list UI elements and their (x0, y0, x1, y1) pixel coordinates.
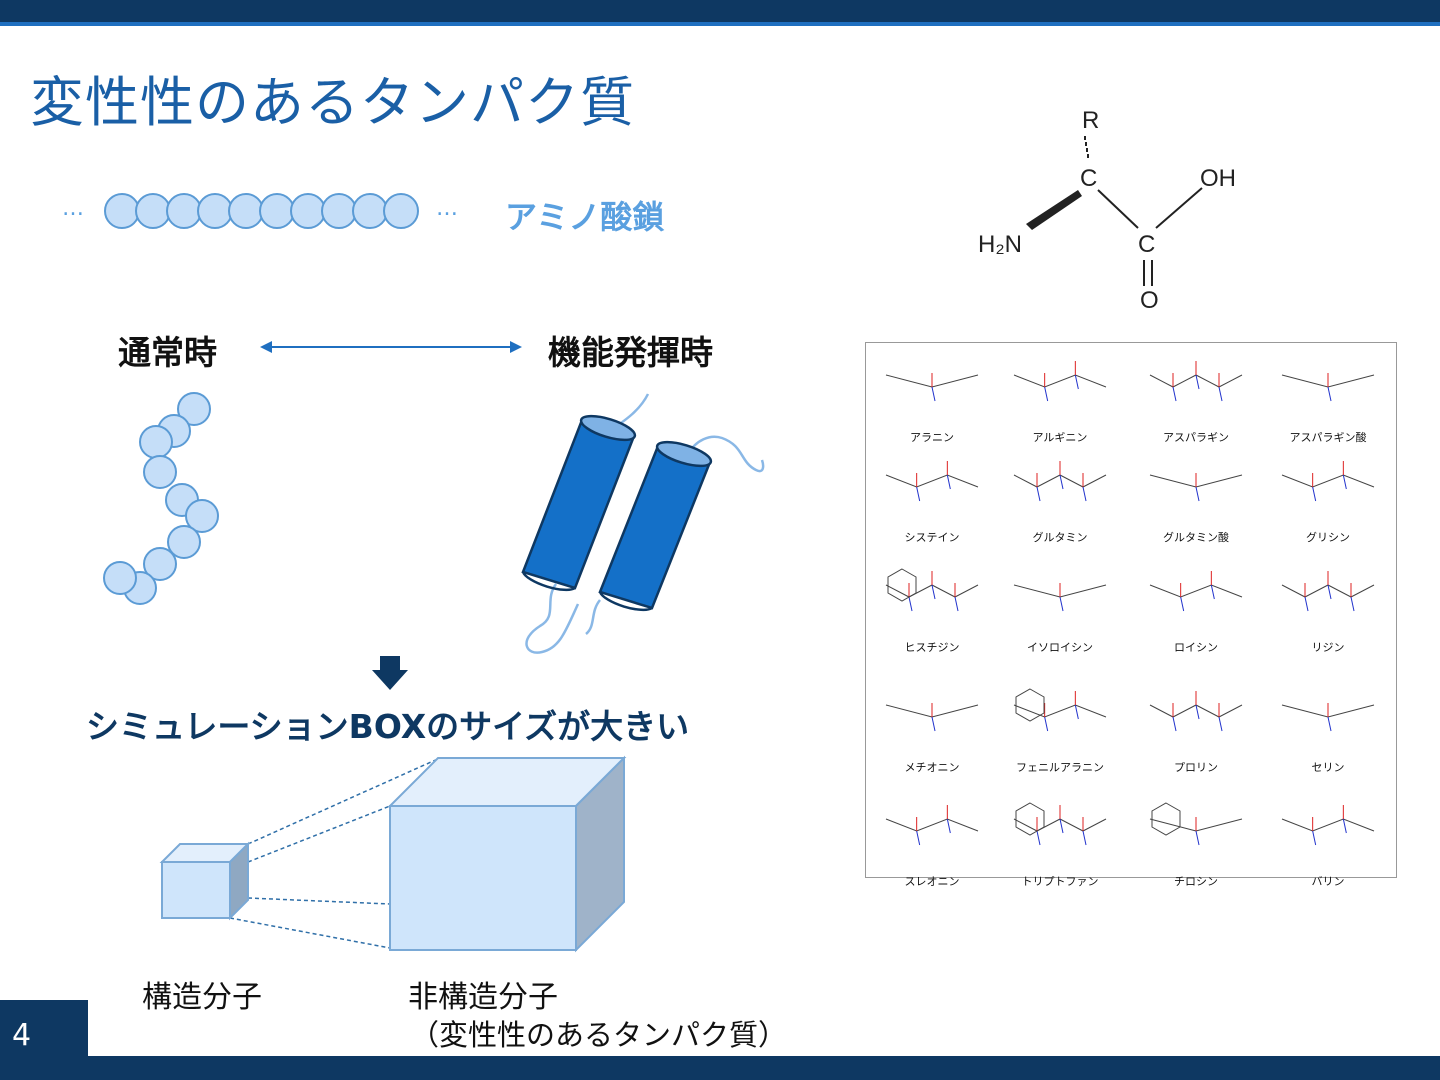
amino-acid-cell: バリン (1262, 787, 1394, 893)
amino-acid-cell: アスパラギン酸 (1262, 343, 1394, 449)
double-arrow (260, 341, 522, 353)
amino-acid-structure-drawing (1149, 691, 1243, 732)
amino-acid-cell: トリプトファン (994, 787, 1126, 893)
amino-acid-structure-drawing (1149, 571, 1243, 612)
amino-acid-cell: アラニン (866, 343, 998, 449)
amino-acid-cell: リジン (1262, 553, 1394, 659)
amino-acid-structure-drawing (1013, 583, 1107, 612)
chain-ellipsis-right: … (436, 196, 458, 221)
top-accent-line (0, 22, 1440, 26)
bottom-bar (0, 1056, 1440, 1080)
amino-acid-structure-drawing (1149, 361, 1243, 402)
amino-acid-name: ロイシン (1174, 641, 1218, 654)
amino-acid-structure-drawing (885, 805, 979, 846)
amino-acid-cell: グルタミン酸 (1130, 443, 1262, 549)
atom-r: R (1082, 107, 1099, 134)
amino-acids-panel: アラニン アルギニン アスパラギン アスパラギン酸システイン グルタミン グルタミン酸 グリ… (865, 342, 1397, 888)
amino-acid-name: セリン (1311, 761, 1345, 774)
amino-acid-structure-drawing (1013, 461, 1107, 502)
helix-bundle (521, 393, 765, 654)
amino-acid-name: イソロイシン (1027, 641, 1093, 654)
amino-acid-name: ヒスチジン (904, 641, 960, 654)
atom-alpha-carbon: C (1080, 165, 1097, 192)
amino-acid-structure-drawing (1281, 571, 1375, 612)
amino-acid-structure-drawing (885, 373, 979, 402)
amino-chain-label: アミノ酸鎖 (505, 198, 665, 236)
down-arrow (372, 656, 408, 690)
amino-acid-name: システイン (904, 531, 960, 544)
amino-acid-cell: フェニルアラニン (994, 673, 1126, 779)
amino-acid-cell: グルタミン (994, 443, 1126, 549)
amino-acid-name: グルタミン酸 (1163, 531, 1229, 544)
amino-acid-cell: グリシン (1262, 443, 1394, 549)
amino-acid-cell: メチオニン (866, 673, 998, 779)
amino-acid-name: アスパラギン酸 (1289, 431, 1367, 444)
amino-acid-cell: ロイシン (1130, 553, 1262, 659)
amino-acid-structure-drawing (1281, 461, 1375, 502)
amino-acid-cell: プロリン (1130, 673, 1262, 779)
amino-acid-structure-drawing (1281, 373, 1375, 402)
atom-carboxyl-carbon: C (1138, 231, 1155, 258)
unstructured-molecule-sublabel: （変性性のあるタンパク質） (410, 1018, 788, 1052)
amino-acid-name: グリシン (1306, 531, 1350, 544)
amino-acid-structure-drawing (1281, 805, 1375, 846)
amino-acid-cell: チロシン (1130, 787, 1262, 893)
page-number: 4 (12, 1018, 32, 1053)
amino-acid-structure-drawing (885, 568, 979, 612)
amino-chain-beads (104, 193, 419, 229)
functional-state-label: 機能発揮時 (548, 333, 713, 372)
chain-ellipsis-left: … (62, 196, 84, 221)
amino-acid-structure: R C H₂N C OH O (978, 107, 1236, 314)
unstructured-molecule-label: 非構造分子 (408, 980, 558, 1015)
amino-acid-name: アラニン (910, 431, 954, 444)
amino-acid-structure-drawing (1013, 688, 1107, 732)
amino-acid-name: スレオニン (904, 875, 960, 888)
atom-hydroxyl: OH (1200, 165, 1236, 192)
amino-acid-name: チロシン (1174, 875, 1218, 888)
conclusion-text: シミュレーションBOXのサイズが大きい (86, 707, 690, 746)
amino-acid-structure-drawing (1149, 473, 1243, 502)
amino-acid-name: リジン (1311, 641, 1345, 654)
amino-acid-cell: アルギニン (994, 343, 1126, 449)
amino-acid-structure-drawing (1013, 802, 1107, 846)
amino-acid-cell: セリン (1262, 673, 1394, 779)
slide-title: 変性性のあるタンパク質 (30, 71, 635, 134)
amino-acid-structure-drawing (885, 461, 979, 502)
box-size-comparison (159, 755, 627, 953)
amino-acid-name: アルギニン (1032, 431, 1088, 444)
top-bar (0, 0, 1440, 22)
amino-acid-name: プロリン (1174, 761, 1218, 774)
amino-acid-structure-drawing (1281, 703, 1375, 732)
amino-acid-name: バリン (1311, 875, 1345, 888)
amino-acid-cell: システイン (866, 443, 998, 549)
amino-acid-name: トリプトファン (1021, 875, 1099, 888)
amino-acid-structure-drawing (1149, 802, 1243, 846)
amino-acid-name: メチオニン (904, 761, 960, 774)
amino-acid-cell: イソロイシン (994, 553, 1126, 659)
amino-acid-name: グルタミン (1032, 531, 1088, 544)
amino-acid-name: アスパラギン (1163, 431, 1229, 444)
disordered-chain (103, 392, 219, 605)
amino-acid-structure-drawing (885, 703, 979, 732)
atom-amine: H₂N (978, 231, 1022, 258)
amino-acid-structure-drawing (1013, 361, 1107, 402)
amino-acid-cell: スレオニン (866, 787, 998, 893)
normal-state-label: 通常時 (118, 333, 217, 372)
amino-acid-cell: ヒスチジン (866, 553, 998, 659)
structured-molecule-label: 構造分子 (142, 980, 262, 1015)
page-number-box: 4 (0, 1000, 88, 1080)
atom-oxygen: O (1140, 287, 1159, 314)
amino-acid-name: フェニルアラニン (1016, 761, 1104, 774)
amino-acid-cell: アスパラギン (1130, 343, 1262, 449)
